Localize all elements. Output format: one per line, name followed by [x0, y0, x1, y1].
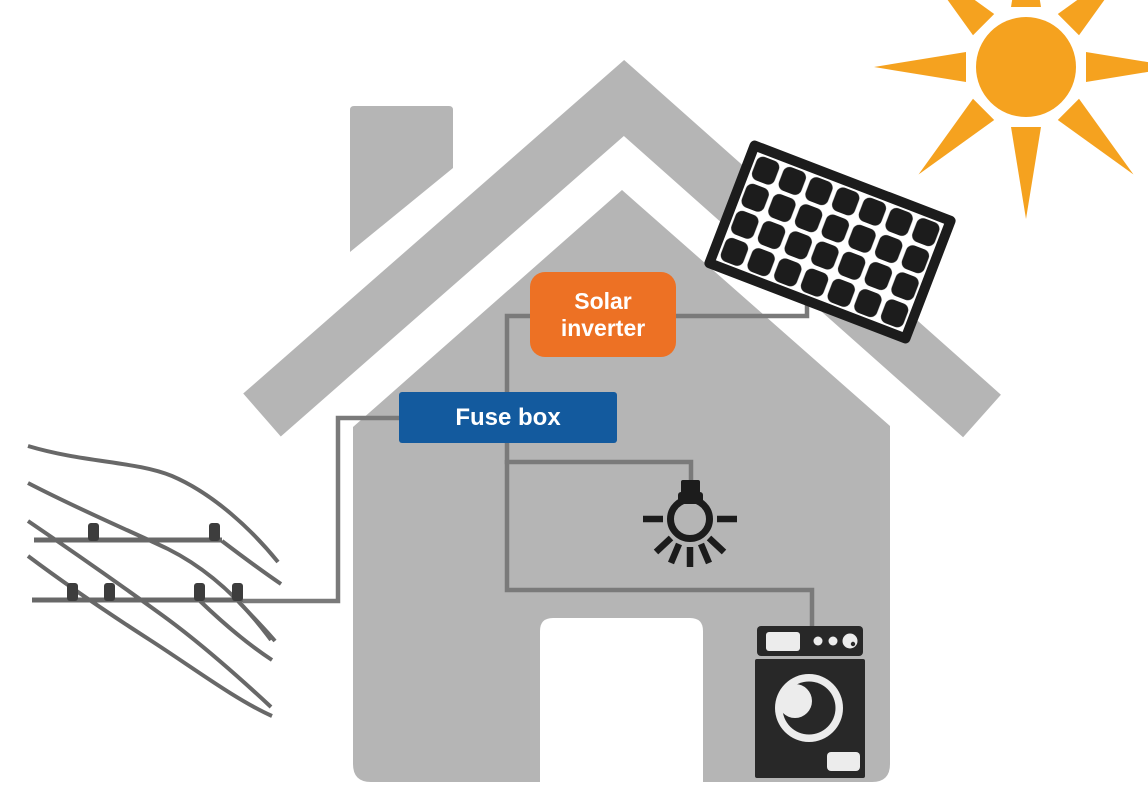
fuse-box-label: Fuse box: [399, 392, 617, 443]
sun-icon: [874, 0, 1148, 219]
bulb-rays: [643, 515, 737, 567]
bulb-ray: [668, 542, 682, 565]
insulator: [104, 583, 115, 601]
solar-panel-icon: [704, 140, 956, 344]
solar-inverter-label-line2: inverter: [560, 314, 646, 341]
insulator: [88, 523, 99, 541]
power-line-curve: [198, 599, 274, 662]
machine-kick-plate: [827, 752, 860, 771]
sun-ray: [1057, 0, 1105, 36]
power-line-curve: [236, 599, 277, 643]
sun-core: [976, 17, 1076, 117]
wire-grid-to-fusebox: [243, 415, 402, 604]
solar-inverter-label-line1: Solar: [574, 287, 632, 314]
chimney-shape: [350, 106, 453, 252]
machine-display: [766, 632, 800, 651]
insulator: [194, 583, 205, 601]
sun-ray: [1086, 52, 1148, 82]
power-line-curve: [220, 539, 283, 586]
house-body: [353, 190, 890, 782]
insulator: [232, 583, 243, 601]
insulator: [209, 523, 220, 541]
sun-ray: [1011, 127, 1041, 219]
washing-machine-icon: [755, 626, 865, 778]
machine-button: [828, 636, 838, 646]
bulb-ray: [698, 542, 712, 565]
power-line-curve: [26, 554, 273, 718]
power-line-curve: [27, 444, 280, 564]
sun-ray: [918, 98, 995, 175]
sun-ray: [874, 52, 966, 82]
light-bulb-icon: [643, 480, 737, 567]
power-line-curve: [26, 519, 273, 709]
solar-panel-cells: [715, 152, 945, 332]
bulb-ray: [706, 535, 727, 555]
machine-button: [813, 636, 823, 646]
power-lines-icon: [26, 444, 283, 718]
machine-door-highlight: [778, 684, 812, 718]
fuse-box-label-text: Fuse box: [455, 403, 561, 431]
machine-knob-mark: [850, 641, 856, 647]
bulb-ray: [653, 535, 674, 555]
insulator: [67, 583, 78, 601]
solar-inverter-label: Solar inverter: [530, 272, 676, 357]
bulb-glass: [667, 496, 713, 542]
wire-fusebox-to-machine: [504, 460, 815, 628]
power-line-insulators: [67, 523, 243, 601]
power-line-curve: [27, 481, 273, 642]
wire-fusebox-to-bulb: [504, 441, 694, 486]
sun-ray: [1057, 98, 1134, 175]
machine-knob: [842, 633, 858, 649]
sun-ray: [1011, 0, 1041, 7]
sun-ray: [947, 0, 995, 36]
